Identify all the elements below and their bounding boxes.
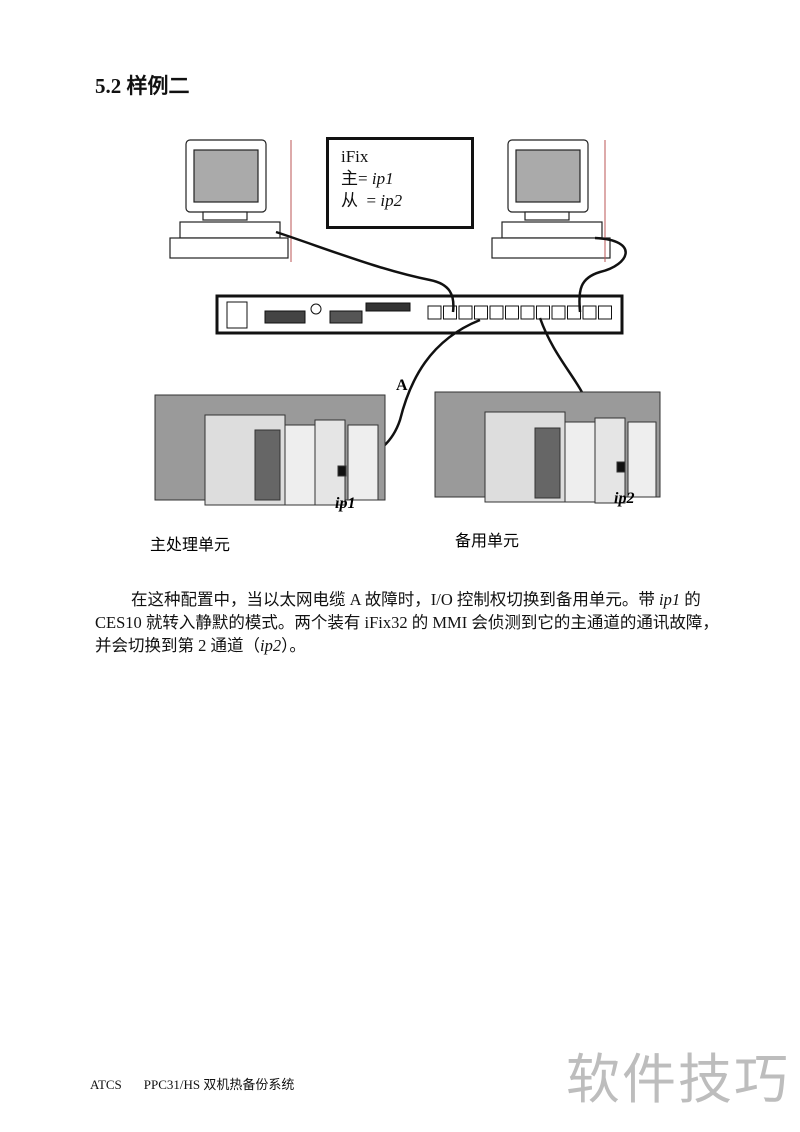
ip-config-box: iFix 主= ip1 从 = ip2	[326, 137, 474, 229]
ethernet-switch-icon	[215, 294, 624, 335]
ip1-label: ip1	[335, 495, 355, 512]
ethernet-port-icon	[474, 305, 488, 320]
ethernet-port-icon	[458, 305, 473, 320]
backup-plc-icon	[434, 391, 661, 504]
ethernet-port-icon	[505, 305, 519, 320]
cable-a-label: A	[396, 377, 408, 394]
ethernet-port-icon	[427, 305, 442, 320]
config-title: iFix	[341, 147, 369, 166]
config-secondary: 从 = ip2	[341, 191, 403, 210]
ethernet-port-icon	[551, 305, 566, 320]
right-computer-icon	[491, 139, 611, 259]
primary-plc-icon	[154, 394, 386, 506]
ethernet-port-icon	[567, 305, 581, 320]
section-title: 5.2 样例二	[95, 74, 190, 98]
ethernet-port-icon	[536, 305, 550, 320]
watermark: 软件技巧	[566, 1048, 790, 1111]
ethernet-port-icon	[598, 305, 612, 320]
ethernet-port-icon	[489, 305, 504, 320]
left-computer-icon	[169, 139, 289, 259]
primary-unit-caption: 主处理单元	[150, 536, 230, 554]
ethernet-port-icon	[520, 305, 535, 320]
config-primary: 主= ip1	[341, 169, 394, 188]
ethernet-port-icon	[582, 305, 597, 320]
network-diagram: A ip1 ip2 主处理单元 备用单元	[150, 139, 661, 554]
backup-unit-caption: 备用单元	[455, 532, 519, 550]
body-paragraph: 在这种配置中，当以太网电缆 A 故障时，I/O 控制权切换到备用单元。带 ip1…	[95, 590, 719, 655]
ip2-label: ip2	[614, 490, 634, 507]
